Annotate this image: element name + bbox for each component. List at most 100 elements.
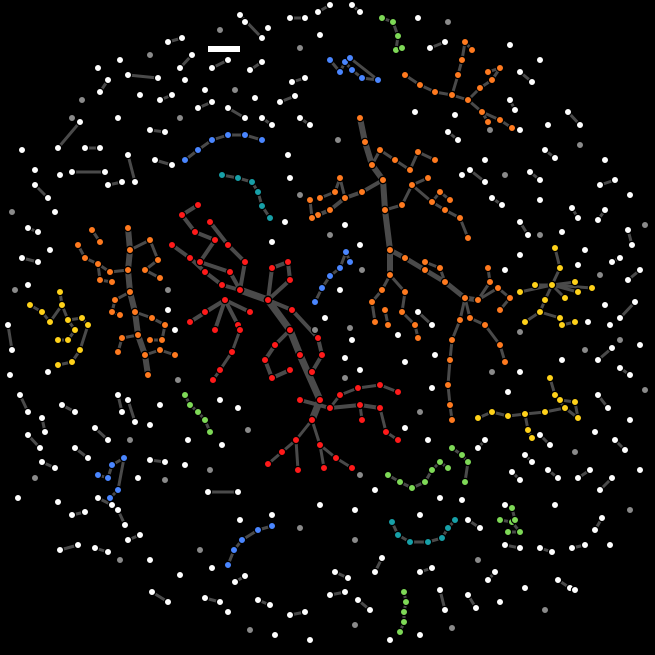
blue-node [223, 560, 233, 570]
isolated-node [45, 245, 55, 255]
yellow-node [573, 413, 583, 423]
white-node [257, 57, 267, 67]
red-node [227, 347, 237, 357]
white-node [265, 600, 275, 610]
red-node [200, 267, 210, 277]
isolated-node [243, 425, 253, 435]
orange-node [123, 223, 133, 233]
white-node [267, 120, 277, 130]
orange-node [505, 293, 515, 303]
isolated-node [505, 40, 515, 50]
orange-node [463, 95, 473, 105]
green-node [443, 463, 453, 473]
orange-node [140, 265, 150, 275]
white-node [593, 390, 603, 400]
isolated-node [133, 473, 143, 483]
white-node [35, 443, 45, 453]
white-node [355, 7, 365, 17]
white-node [515, 217, 525, 227]
white-node [600, 205, 610, 215]
isolated-node [557, 355, 567, 365]
isolated-node [590, 427, 600, 437]
isolated-node [535, 55, 545, 65]
teal-node [217, 170, 227, 180]
isolated-node [240, 17, 250, 27]
white-node [580, 540, 590, 550]
orange-node [145, 335, 155, 345]
orange-node [397, 307, 407, 317]
isolated-node [13, 493, 23, 503]
isolated-node [487, 367, 497, 377]
white-node [473, 443, 483, 453]
yellow-node [573, 287, 583, 297]
edge [238, 260, 247, 292]
orange-node [330, 187, 340, 197]
isolated-node [485, 125, 495, 135]
red-node [285, 325, 295, 335]
white-node [187, 50, 197, 60]
isolated-node [500, 500, 510, 510]
orange-node [125, 245, 135, 255]
isolated-node [573, 260, 583, 270]
white-node [325, 590, 335, 600]
yellow-node [77, 313, 87, 323]
isolated-node [520, 583, 530, 593]
isolated-node [67, 113, 77, 123]
green-node [205, 427, 215, 437]
orange-node [415, 80, 425, 90]
edge [298, 398, 332, 410]
yellow-node [63, 335, 73, 345]
isolated-node [355, 365, 365, 375]
edge [382, 207, 393, 253]
yellow-node [570, 317, 580, 327]
yellow-node [570, 277, 580, 287]
isolated-node [295, 43, 305, 53]
isolated-node [550, 500, 560, 510]
white-node [67, 167, 77, 177]
orange-node [445, 400, 455, 410]
white-node [17, 253, 27, 263]
isolated-node [457, 170, 467, 180]
isolated-node [413, 13, 423, 23]
white-node [290, 91, 300, 101]
green-node [447, 443, 457, 453]
isolated-node [500, 265, 510, 275]
yellow-node [520, 409, 530, 419]
isolated-node [580, 245, 590, 255]
orange-node [483, 263, 493, 273]
orange-node [440, 205, 450, 215]
isolated-node [635, 340, 645, 350]
white-node [70, 443, 80, 453]
red-node [185, 317, 195, 327]
orange-node [453, 70, 463, 80]
yellow-node [557, 320, 567, 330]
white-node [347, 0, 357, 10]
isolated-node [540, 605, 550, 615]
isolated-node [160, 475, 170, 485]
green-node [401, 597, 411, 607]
green-node [427, 465, 437, 475]
teal-node [257, 201, 267, 211]
orange-node [155, 273, 165, 283]
isolated-node [427, 383, 437, 393]
white-node [453, 135, 463, 145]
white-node [103, 75, 113, 85]
white-node [90, 423, 100, 433]
isolated-node [263, 23, 273, 33]
white-node [95, 143, 105, 153]
edge [328, 403, 362, 410]
orange-node [427, 197, 437, 207]
edge [310, 418, 322, 447]
white-node [130, 177, 140, 187]
green-node [395, 477, 405, 487]
orange-node [380, 205, 390, 215]
orange-node [73, 240, 83, 250]
white-node [520, 450, 530, 460]
yellow-node [587, 283, 597, 293]
yellow-node [555, 263, 565, 273]
green-node [383, 470, 393, 480]
white-node [93, 493, 103, 503]
blue-node [253, 525, 263, 535]
yellow-node [535, 307, 545, 317]
white-node [480, 435, 490, 445]
